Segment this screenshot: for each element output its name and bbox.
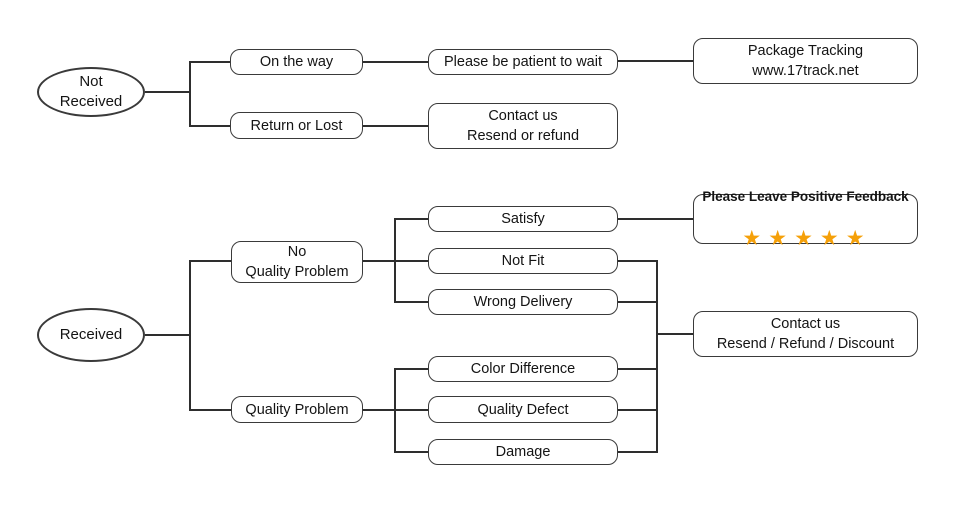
connector-line (618, 301, 658, 303)
connector-line (145, 91, 191, 93)
connector-line (189, 61, 191, 127)
connector-line (618, 60, 694, 62)
connector-line (656, 333, 694, 335)
connector-line (145, 334, 191, 336)
node-please-be-patient: Please be patient to wait (428, 49, 618, 75)
connector-line (394, 451, 430, 453)
connector-line (394, 218, 396, 303)
node-package-tracking: Package Tracking www.17track.net (693, 38, 918, 84)
connector-line (189, 409, 232, 411)
connector-line (363, 61, 428, 63)
node-received: Received (37, 308, 145, 362)
connector-line (394, 368, 430, 370)
five-star-rating-icon: ★★★★★ (742, 226, 872, 250)
node-damage: Damage (428, 439, 618, 465)
connector-line (618, 368, 658, 370)
node-positive-feedback: Please Leave Positive Feedback ★★★★★ (693, 189, 918, 250)
node-contact-us-resend-refund-discount: Contact us Resend / Refund / Discount (693, 311, 918, 357)
connector-line (189, 125, 232, 127)
connector-line (618, 409, 658, 411)
feedback-label: Please Leave Positive Feedback (702, 188, 909, 204)
node-no-quality-problem: No Quality Problem (231, 241, 363, 283)
node-not-received: Not Received (37, 67, 145, 117)
node-color-difference: Color Difference (428, 356, 618, 382)
connector-line (189, 61, 232, 63)
connector-line (618, 260, 658, 262)
node-wrong-delivery: Wrong Delivery (428, 289, 618, 315)
connector-line (618, 218, 694, 220)
node-not-fit: Not Fit (428, 248, 618, 274)
node-on-the-way: On the way (230, 49, 363, 75)
node-return-or-lost: Return or Lost (230, 112, 363, 139)
connector-line (394, 218, 430, 220)
node-quality-defect: Quality Defect (428, 396, 618, 423)
connector-line (189, 260, 191, 411)
connector-line (394, 301, 430, 303)
connector-line (363, 125, 428, 127)
connector-line (189, 260, 232, 262)
connector-line (656, 260, 658, 453)
connector-line (618, 451, 658, 453)
node-quality-problem: Quality Problem (231, 396, 363, 423)
node-satisfy: Satisfy (428, 206, 618, 232)
node-contact-us-resend-refund: Contact us Resend or refund (428, 103, 618, 149)
connector-line (394, 368, 396, 453)
